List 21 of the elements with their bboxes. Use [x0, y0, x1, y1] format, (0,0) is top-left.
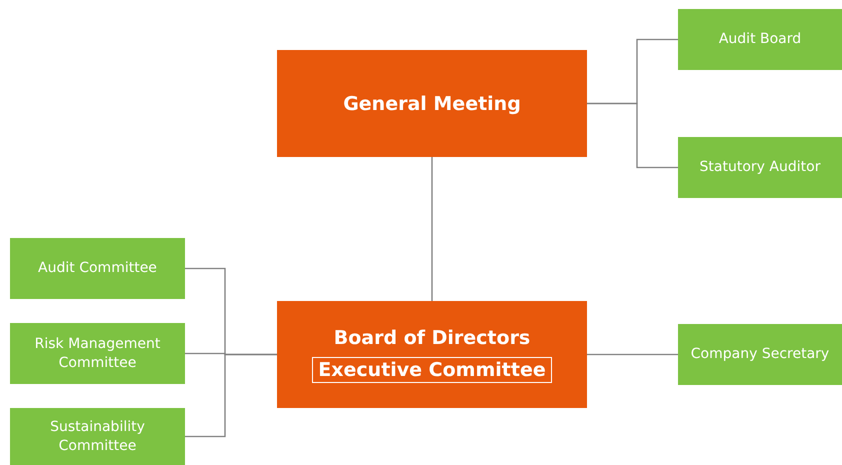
body-box: [678, 9, 842, 70]
box-label: General Meeting: [343, 92, 521, 114]
connector-line: [431, 157, 433, 301]
committee-box: [10, 323, 185, 384]
connector-line: [587, 102, 678, 168]
meeting-box: [277, 50, 587, 157]
body-box: [678, 137, 842, 198]
board-title: Board of Directors: [334, 326, 530, 348]
executive-committee-frame: Executive Committee: [312, 356, 552, 382]
box-label: Company Secretary: [690, 345, 830, 364]
box-label: Statutory Auditor: [700, 158, 820, 177]
connector-line: [185, 354, 277, 438]
body-box: [678, 324, 842, 385]
box-label: Risk Management Committee: [34, 335, 162, 372]
board-box: [277, 301, 587, 408]
committee-box: [10, 408, 185, 465]
box-label: Audit Committee: [38, 259, 157, 278]
connector-line: [587, 354, 678, 356]
box-label: Audit Board: [718, 30, 802, 49]
committee-box: [10, 238, 185, 299]
box-label: Sustainability Committee: [49, 418, 146, 455]
